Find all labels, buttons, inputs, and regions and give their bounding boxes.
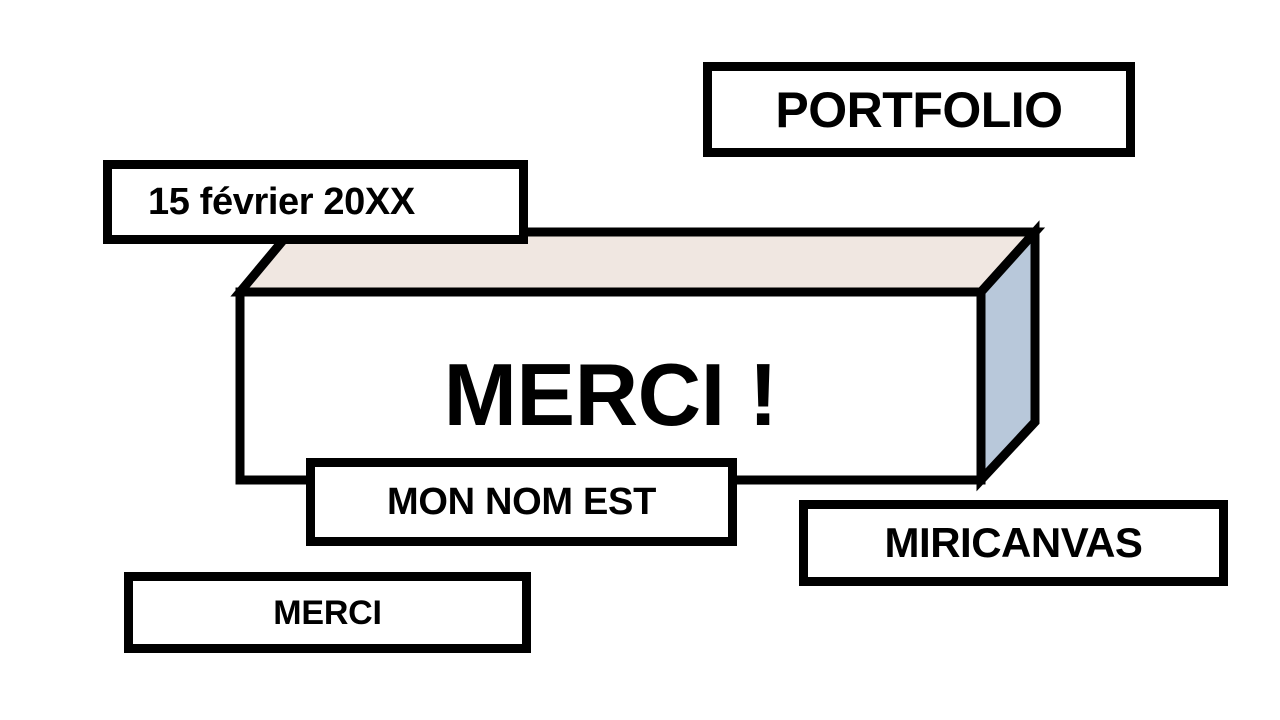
plate-miricanvas[interactable]: MIRICANVAS xyxy=(799,500,1228,586)
plate-mon-nom-est[interactable]: MON NOM EST xyxy=(306,458,737,546)
box-side-face xyxy=(976,220,1040,492)
plate-merci-small[interactable]: MERCI xyxy=(124,572,531,653)
plate-date-label: 15 février 20XX xyxy=(148,181,415,223)
box-front-face xyxy=(235,287,986,485)
plate-miricanvas-label: MIRICANVAS xyxy=(884,519,1143,566)
plate-date[interactable]: 15 février 20XX xyxy=(103,160,528,244)
plate-portfolio[interactable]: PORTFOLIO xyxy=(703,62,1135,157)
plate-merci-small-label: MERCI xyxy=(273,593,382,632)
headline-merci: MERCI ! xyxy=(443,345,778,444)
plate-portfolio-label: PORTFOLIO xyxy=(775,81,1063,138)
plate-mon-nom-est-label: MON NOM EST xyxy=(386,481,657,523)
